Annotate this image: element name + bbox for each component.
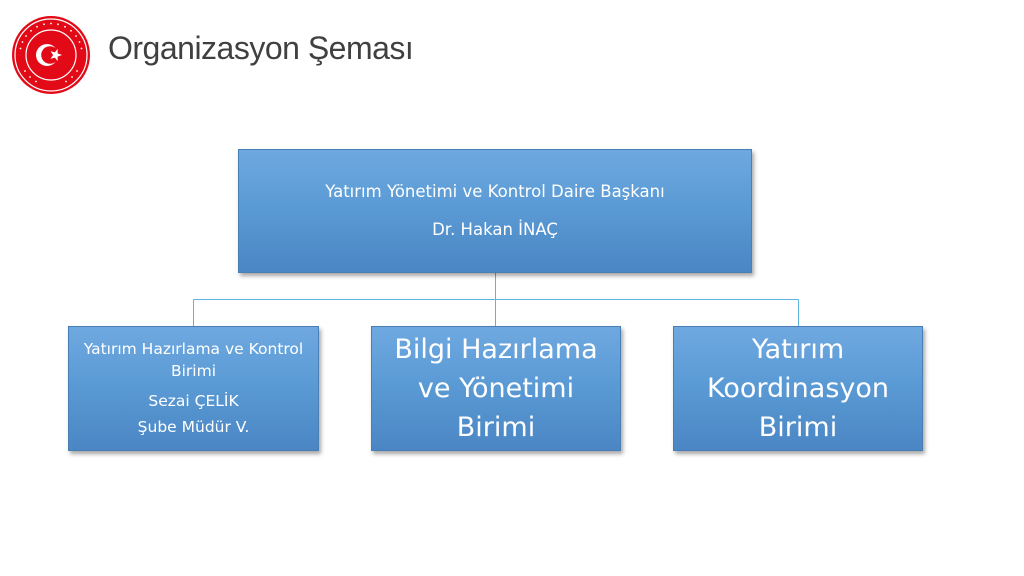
unit-title-line: ve Yönetimi — [417, 373, 575, 404]
org-unit-box-yatirim-hazirlama: Yatırım Hazırlama ve Kontrol Birimi Seza… — [68, 326, 319, 451]
unit-title-line: Koordinasyon — [707, 373, 889, 404]
head-title: Yatırım Yönetimi ve Kontrol Daire Başkan… — [325, 182, 665, 201]
unit-title-line: Yatırım — [751, 334, 845, 365]
org-unit-box-yatirim-koordinasyon: Yatırım Koordinasyon Birimi — [673, 326, 923, 451]
ministry-seal-logo — [12, 16, 90, 94]
unit-manager-role: Şube Müdür V. — [137, 417, 250, 436]
org-head-box: Yatırım Yönetimi ve Kontrol Daire Başkan… — [238, 149, 752, 273]
unit-title-line: Birimi — [758, 412, 838, 443]
unit-title-line: Birimi — [456, 412, 536, 443]
page-title: Organizasyon Şeması — [108, 30, 414, 66]
head-name: Dr. Hakan İNAÇ — [432, 220, 558, 239]
unit-title: Yatırım Hazırlama ve Kontrol Birimi — [83, 339, 304, 380]
unit-manager-name: Sezai ÇELİK — [148, 391, 239, 410]
unit-title-line: Bilgi Hazırlama — [394, 334, 598, 365]
org-unit-box-bilgi-hazirlama: Bilgi Hazırlama ve Yönetimi Birimi — [371, 326, 621, 451]
